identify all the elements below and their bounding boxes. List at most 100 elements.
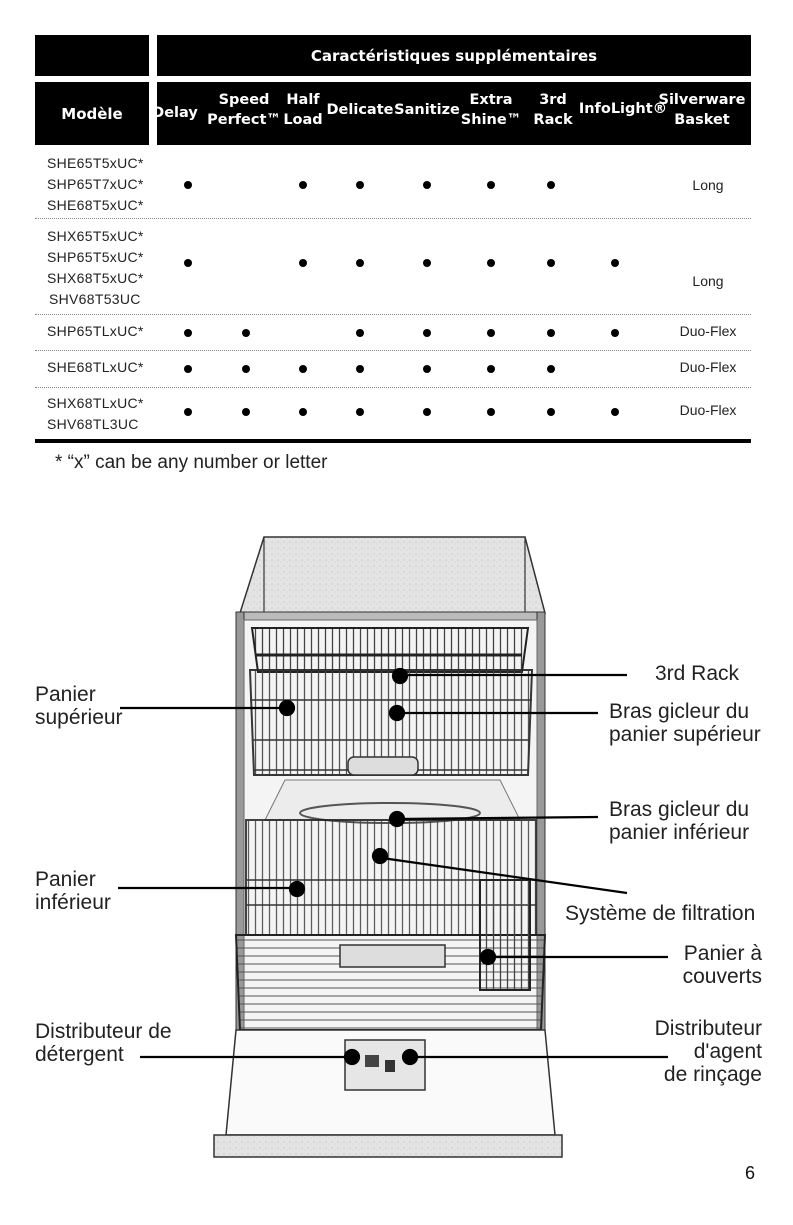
feature-mark	[184, 259, 192, 267]
feature-mark	[611, 259, 619, 267]
feature-mark	[356, 329, 364, 337]
feature-header-sanitize: Sanitize	[394, 102, 460, 118]
model-list: SHX65T5xUC* SHP65T5xUC* SHX68T5xUC* SHV6…	[47, 226, 144, 310]
row-separator	[35, 314, 751, 315]
feature-mark	[356, 365, 364, 373]
model-name: SHX68T5xUC*	[47, 270, 144, 286]
callout-panier-inferieur: Panier inférieur	[35, 868, 111, 914]
feature-header-silverware-basket-2: Basket	[674, 112, 730, 128]
feature-mark	[356, 181, 364, 189]
feature-header-half-load-2: Load	[283, 112, 323, 128]
callout-line: Bras gicleur du	[609, 700, 750, 723]
feature-mark	[184, 181, 192, 189]
feature-mark	[423, 408, 431, 416]
callout-line: de rinçage	[663, 1063, 762, 1086]
model-name: SHV68T53UC	[49, 291, 141, 307]
row-separator	[35, 350, 751, 351]
callout-bras-gicleur-inferieur: Bras gicleur du panier inférieur	[609, 798, 749, 844]
callout-panier-couverts: Panier à couverts	[670, 942, 762, 988]
callout-line: supérieur	[35, 706, 123, 729]
callout-line: panier supérieur	[609, 723, 761, 746]
features-group-header: Caractéristiques supplémentaires	[157, 35, 751, 76]
feature-mark	[184, 365, 192, 373]
feature-mark	[299, 181, 307, 189]
callout-line: Distributeur	[654, 1017, 762, 1040]
feature-mark	[547, 365, 555, 373]
callout-line: Distributeur de	[35, 1020, 172, 1043]
feature-mark	[487, 181, 495, 189]
basket-value: Long	[692, 273, 724, 289]
callout-line: Bras gicleur du	[609, 798, 750, 821]
model-list: SHE68TLxUC*	[47, 357, 144, 378]
model-name: SHP65T7xUC*	[47, 176, 144, 192]
feature-mark	[356, 259, 364, 267]
feature-header-extra-shine-1: Extra	[469, 92, 513, 108]
feature-mark	[611, 408, 619, 416]
callout-distributeur-rincage: Distributeur d'agent de rinçage	[620, 1017, 762, 1086]
feature-mark	[184, 329, 192, 337]
feature-mark	[547, 329, 555, 337]
callout-systeme-filtration: Système de filtration	[565, 902, 756, 925]
feature-header-infolight: InfoLight®	[578, 101, 668, 117]
feature-mark	[184, 408, 192, 416]
feature-mark	[356, 408, 364, 416]
feature-header-delicate: Delicate	[326, 102, 394, 118]
header-blank-block	[35, 35, 149, 76]
callout-line: couverts	[682, 965, 762, 988]
basket-value: Long	[692, 177, 724, 193]
model-list: SHX68TLxUC* SHV68TL3UC	[47, 393, 144, 435]
model-column-header: Modèle	[35, 82, 149, 145]
feature-mark	[299, 408, 307, 416]
basket-value: Duo-Flex	[679, 359, 737, 375]
feature-mark	[423, 365, 431, 373]
feature-mark	[611, 329, 619, 337]
footnote: * “x” can be any number or letter	[55, 452, 328, 473]
model-name: SHV68TL3UC	[47, 416, 139, 432]
feature-mark	[299, 259, 307, 267]
dishwasher-illustration	[118, 536, 668, 1158]
feature-mark	[242, 329, 250, 337]
model-name: SHP65TLxUC*	[47, 323, 144, 339]
feature-header-half-load-1: Half	[286, 92, 320, 108]
feature-mark	[299, 365, 307, 373]
feature-header-row: Delay Speed Perfect™ Half Load Delicate …	[152, 82, 751, 145]
feature-header-extra-shine-2: Shine™	[460, 112, 522, 128]
callout-line: Panier	[35, 683, 96, 706]
feature-mark	[547, 408, 555, 416]
callout-line: inférieur	[35, 891, 111, 914]
feature-header-3rd-rack-1: 3rd	[539, 92, 567, 108]
callout-line: détergent	[35, 1043, 124, 1066]
feature-mark	[487, 408, 495, 416]
model-name: SHE68T5xUC*	[47, 197, 144, 213]
feature-mark	[423, 329, 431, 337]
countertop-cover	[238, 536, 546, 614]
model-name: SHE68TLxUC*	[47, 359, 144, 375]
feature-mark	[423, 259, 431, 267]
callout-line: panier inférieur	[609, 821, 750, 844]
feature-mark	[487, 365, 495, 373]
callout-third-rack: 3rd Rack	[655, 662, 740, 685]
row-separator	[35, 218, 751, 219]
callout-line: Panier à	[683, 942, 762, 965]
feature-mark	[547, 181, 555, 189]
feature-header-delay: Delay	[152, 105, 198, 121]
basket-value: Duo-Flex	[679, 402, 737, 418]
row-separator	[35, 387, 751, 388]
model-name: SHX65T5xUC*	[47, 228, 144, 244]
feature-header-speed-perfect-1: Speed	[218, 92, 270, 108]
feature-header-3rd-rack-2: Rack	[533, 112, 573, 128]
model-name: SHE65T5xUC*	[47, 155, 144, 171]
callout-panier-superieur: Panier supérieur	[35, 683, 123, 729]
callout-distributeur-detergent: Distributeur de détergent	[35, 1020, 172, 1066]
page-number: 6	[745, 1163, 756, 1183]
feature-mark	[487, 259, 495, 267]
feature-mark	[547, 259, 555, 267]
feature-header-silverware-basket-1: Silverware	[658, 92, 746, 108]
model-list: SHE65T5xUC* SHP65T7xUC* SHE68T5xUC*	[47, 153, 144, 216]
feature-mark	[242, 365, 250, 373]
callout-line: Panier	[35, 868, 96, 891]
model-list: SHP65TLxUC*	[47, 321, 144, 342]
model-name: SHX68TLxUC*	[47, 395, 144, 411]
feature-mark	[487, 329, 495, 337]
table-bottom-rule	[35, 439, 751, 443]
